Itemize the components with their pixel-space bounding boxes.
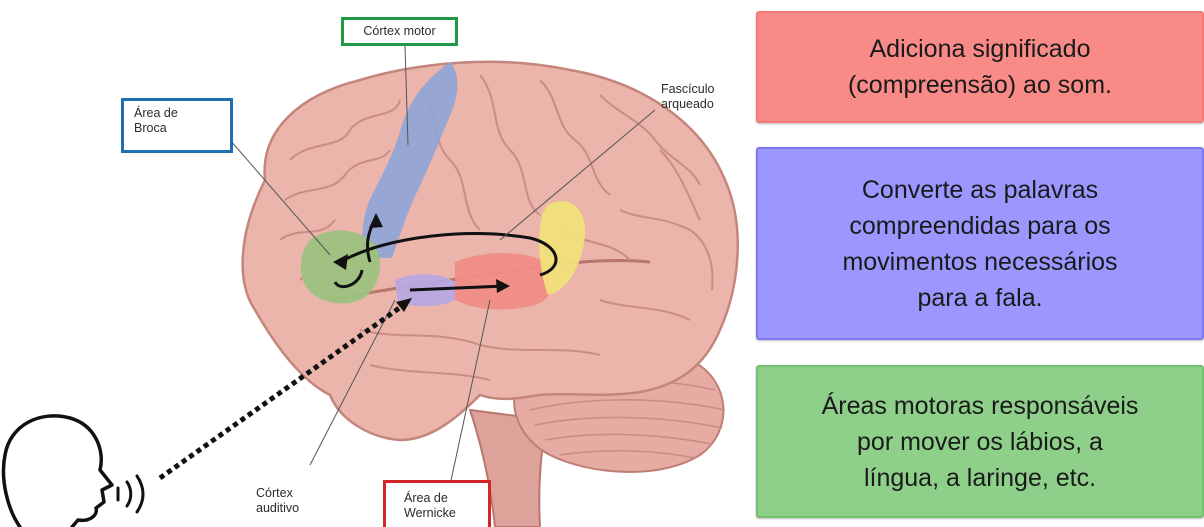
fasciculus-label: Fascículo arqueado	[661, 82, 715, 112]
card-speech-line3: movimentos necessários	[842, 244, 1117, 280]
fasciculus-label-line1: Fascículo	[661, 82, 715, 97]
card-meaning: Adiciona significado (compreensão) ao so…	[756, 11, 1204, 123]
card-motor-line1: Áreas motoras responsáveis	[822, 388, 1139, 424]
card-motor-line3: língua, a laringe, etc.	[822, 460, 1139, 496]
fasciculus-label-line2: arqueado	[661, 97, 715, 112]
broca-label-line2: Broca	[124, 121, 230, 136]
card-motor-areas: Áreas motoras responsáveis por mover os …	[756, 365, 1204, 518]
auditory-label-line1: Córtex	[256, 486, 299, 501]
auditory-label-line2: auditivo	[256, 501, 299, 516]
card-speech-line4: para a fala.	[842, 280, 1117, 316]
card-speech-line1: Converte as palavras	[842, 172, 1117, 208]
broca-label-box: Área de Broca	[121, 98, 233, 153]
card-motor-line2: por mover os lábios, a	[822, 424, 1139, 460]
card-speech-conversion: Converte as palavras compreendidas para …	[756, 147, 1204, 340]
motor-cortex-label: Córtex motor	[344, 20, 455, 39]
sound-waves-icon	[118, 476, 143, 512]
wernicke-label-line2: Wernicke	[386, 506, 488, 521]
wernicke-label-line1: Área de	[386, 483, 488, 506]
card-speech-line2: compreendidas para os	[842, 208, 1117, 244]
wernicke-region	[455, 253, 554, 310]
card-meaning-line2: (compreensão) ao som.	[848, 67, 1112, 103]
wernicke-label-box: Área de Wernicke	[383, 480, 491, 527]
auditory-cortex-label: Córtex auditivo	[256, 486, 299, 516]
broca-label-line1: Área de	[124, 101, 230, 121]
head-speaking-icon	[3, 416, 112, 527]
card-meaning-line1: Adiciona significado	[848, 31, 1112, 67]
motor-cortex-label-box: Córtex motor	[341, 17, 458, 46]
